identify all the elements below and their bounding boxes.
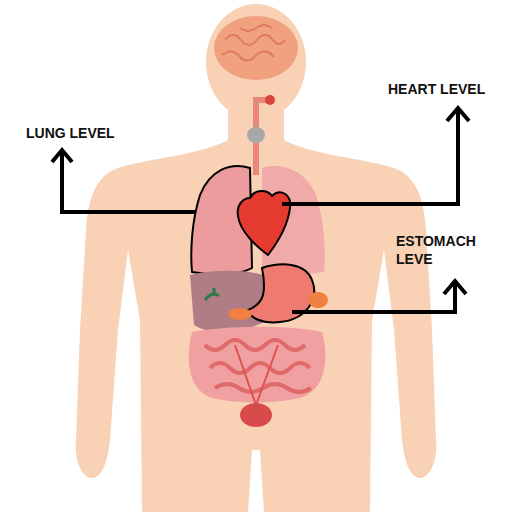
heart-leader <box>282 110 458 204</box>
lung-leader <box>62 152 196 212</box>
level-label: LUNG LEVEL <box>26 124 136 142</box>
brain <box>214 16 298 80</box>
stomach-arrowhead <box>444 281 466 294</box>
heart <box>238 191 291 255</box>
intestines <box>189 327 326 403</box>
brain-stem-dot <box>265 95 275 105</box>
larynx <box>247 127 265 143</box>
gallbladder <box>205 288 219 300</box>
heart-arrowhead <box>447 108 469 121</box>
pancreas <box>308 292 328 308</box>
bladder <box>240 403 272 427</box>
stomach-leader <box>292 284 455 312</box>
leg-gap <box>248 450 264 512</box>
level-label: ESTOMACH LEVE <box>396 232 476 268</box>
intestine-coils <box>205 340 311 392</box>
lung-arrowhead <box>52 150 72 162</box>
level-label: HEART LEVEL <box>388 80 506 98</box>
ureters <box>235 345 278 405</box>
brain-folds <box>222 25 285 61</box>
pancreas-body <box>228 308 252 320</box>
